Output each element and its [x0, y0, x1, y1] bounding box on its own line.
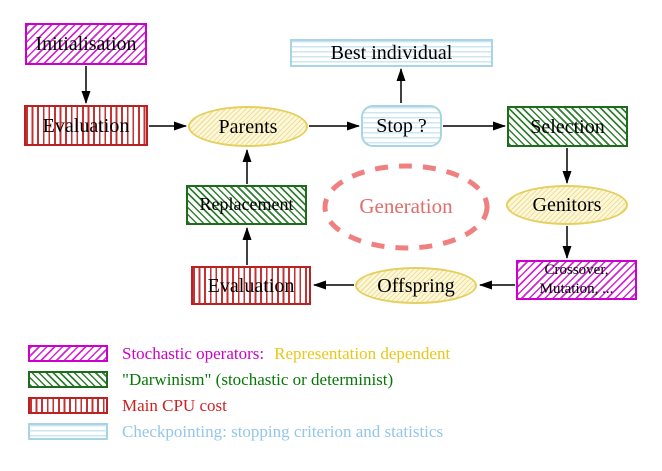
legend-item-main-cpu-cost: Main CPU cost [28, 396, 227, 415]
generation-label: Generation [359, 194, 453, 219]
node-offspring: Offspring [355, 267, 477, 304]
legend-label-main-cpu-cost: Main CPU cost [122, 395, 227, 415]
legend-item-darwinism: "Darwinism" (stochastic or determinist) [28, 370, 393, 389]
crossover-line2: Mutation, ... [539, 281, 614, 297]
legend-label-darwinism: "Darwinism" (stochastic or determinist) [122, 369, 394, 389]
legend-swatch-cyan-stripes [28, 423, 108, 440]
node-best-individual: Best individual [290, 39, 493, 67]
node-parents: Parents [188, 106, 308, 147]
node-evaluation-top: Evaluation [24, 105, 148, 146]
legend-label-checkpointing: Checkpointing: stopping criterion and st… [122, 421, 444, 441]
legend-swatch-green-hatch [28, 371, 108, 388]
node-evaluation-bottom: Evaluation [191, 266, 311, 305]
node-replacement: Replacement [186, 185, 307, 225]
legend-label-representation-dependent: Representation dependent [274, 343, 451, 363]
node-genitors: Genitors [506, 185, 628, 225]
legend-item-stochastic-operators: Stochastic operators: Representation dep… [28, 344, 450, 363]
crossover-line1: Crossover, [544, 262, 609, 279]
node-selection: Selection [507, 106, 628, 147]
legend-item-checkpointing: Checkpointing: stopping criterion and st… [28, 422, 443, 441]
node-stop: Stop ? [361, 105, 442, 147]
node-crossover-mutation: Crossover, Mutation, ... [516, 260, 637, 300]
legend-label-stochastic: Stochastic operators: [122, 343, 265, 363]
legend-swatch-magenta-hatch [28, 345, 108, 362]
node-initialisation: Initialisation [25, 23, 147, 65]
legend-swatch-red-stripes [28, 397, 108, 414]
